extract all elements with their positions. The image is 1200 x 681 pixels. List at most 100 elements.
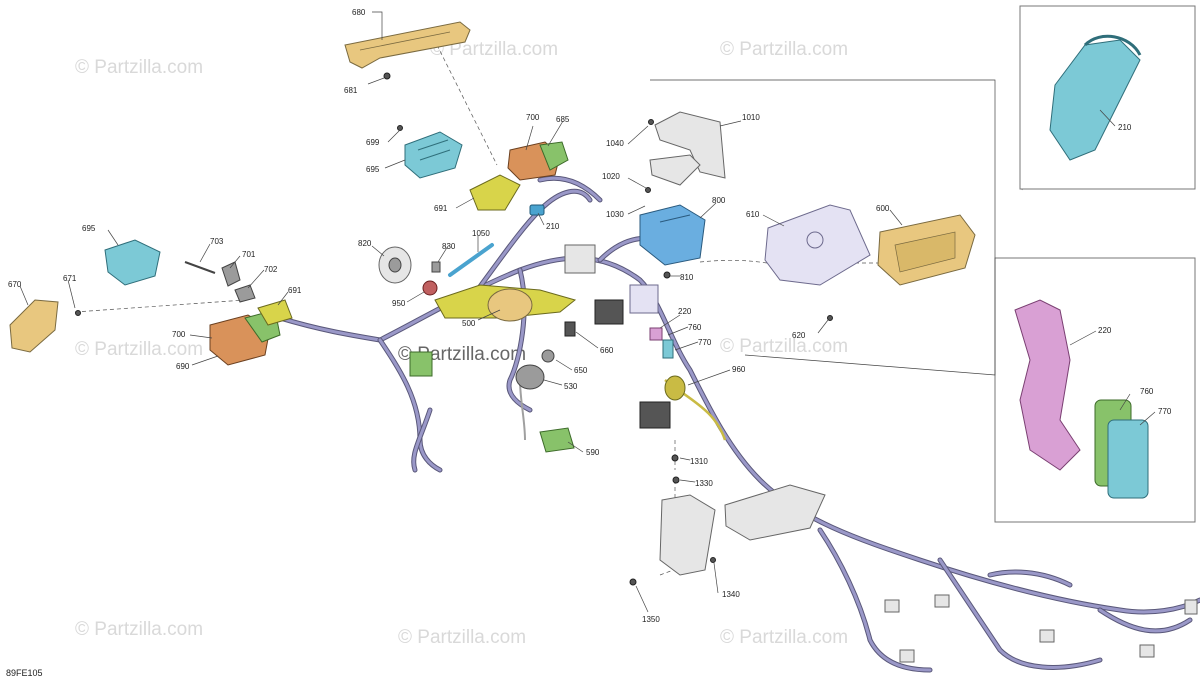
detail-box-210 xyxy=(1019,5,1196,190)
bolt-703 xyxy=(184,261,216,274)
fuse-box-700-top xyxy=(507,141,569,181)
callout-950: 950 xyxy=(392,299,406,308)
callout-650: 650 xyxy=(574,366,588,375)
relay-box-695-left xyxy=(104,239,161,286)
screw-1330 xyxy=(672,476,680,484)
screw-1040 xyxy=(648,119,654,125)
callout-671: 671 xyxy=(63,274,77,283)
callout-1050: 1050 xyxy=(472,229,490,238)
callout-700: 700 xyxy=(172,330,186,339)
screw-1020 xyxy=(645,187,651,193)
callout-220: 220 xyxy=(1098,326,1112,335)
callout-1030: 1030 xyxy=(606,210,624,219)
watermark: © Partzilla.com xyxy=(720,336,848,357)
callout-702: 702 xyxy=(264,265,278,274)
callout-691: 691 xyxy=(434,204,448,213)
watermark: © Partzilla.com xyxy=(75,57,203,78)
clip-1350 xyxy=(629,578,637,586)
callout-960: 960 xyxy=(732,365,746,374)
callout-695: 695 xyxy=(82,224,96,233)
relay-box-695-top xyxy=(404,131,463,179)
clip-702 xyxy=(234,284,256,303)
callout-830: 830 xyxy=(442,242,456,251)
callout-220: 220 xyxy=(678,307,692,316)
callout-685: 685 xyxy=(556,115,570,124)
callout-680: 680 xyxy=(352,8,366,17)
callout-695: 695 xyxy=(366,165,380,174)
connector-dark-center xyxy=(639,401,671,429)
callout-660: 660 xyxy=(600,346,614,355)
callout-700: 700 xyxy=(526,113,540,122)
module-800 xyxy=(639,204,706,266)
grommet-960 xyxy=(664,375,686,401)
callout-1330: 1330 xyxy=(695,479,713,488)
watermark: © Partzilla.com xyxy=(398,627,526,648)
watermark: © Partzilla.com xyxy=(430,39,558,60)
diagram-reference-code: 89FE105 xyxy=(6,668,43,678)
bracket-670 xyxy=(9,299,59,353)
connector-group-220 xyxy=(649,327,674,359)
watermark: © Partzilla.com xyxy=(720,627,848,648)
buzzer-530 xyxy=(515,364,545,390)
grommet-650 xyxy=(541,349,555,363)
callout-210: 210 xyxy=(546,222,560,231)
switch-590 xyxy=(539,427,575,453)
watermark: © Partzilla.com xyxy=(720,39,848,60)
leader-lines xyxy=(19,11,1156,613)
callout-820: 820 xyxy=(358,239,372,248)
callout-1310: 1310 xyxy=(690,457,708,466)
detail-box-220-760-770 xyxy=(994,257,1196,523)
callout-681: 681 xyxy=(344,86,358,95)
cluster-600 xyxy=(877,214,976,286)
bracket-680 xyxy=(344,21,471,69)
callout-1340: 1340 xyxy=(722,590,740,599)
callout-210: 210 xyxy=(1118,123,1132,132)
connector-660 xyxy=(564,321,576,337)
ecu-block-center xyxy=(564,244,659,325)
connector-210 xyxy=(529,204,545,216)
callout-690: 690 xyxy=(176,362,190,371)
callout-770: 770 xyxy=(1158,407,1172,416)
callout-701: 701 xyxy=(242,250,256,259)
screw-620 xyxy=(827,315,833,321)
callout-labels: 680 681 699 695 700 685 691 210 1040 101… xyxy=(8,8,1172,624)
callout-530: 530 xyxy=(564,382,578,391)
tube-1050 xyxy=(448,243,494,277)
bracket-1030 xyxy=(649,154,701,186)
bracket-691-top xyxy=(469,174,521,211)
callout-699: 699 xyxy=(366,138,380,147)
switch-950 xyxy=(422,280,438,296)
steering-column-module-500 xyxy=(434,284,577,322)
screw-1340 xyxy=(710,557,716,563)
callout-610: 610 xyxy=(746,210,760,219)
screw-681 xyxy=(383,72,391,80)
watermark: © Partzilla.com xyxy=(75,619,203,640)
bracket-1010 xyxy=(654,111,726,179)
callout-691: 691 xyxy=(288,286,302,295)
callout-760: 760 xyxy=(1140,387,1154,396)
screw-1310 xyxy=(671,454,679,462)
callout-1010: 1010 xyxy=(742,113,760,122)
callout-590: 590 xyxy=(586,448,600,457)
callout-810: 810 xyxy=(680,273,694,282)
clip-701 xyxy=(221,261,241,287)
callout-760: 760 xyxy=(688,323,702,332)
callout-1040: 1040 xyxy=(606,139,624,148)
screw-671 xyxy=(75,310,81,316)
horn-820 xyxy=(378,246,412,284)
callout-670: 670 xyxy=(8,280,22,289)
callout-500: 500 xyxy=(462,319,476,328)
callout-1350: 1350 xyxy=(642,615,660,624)
connector-830 xyxy=(431,261,441,273)
callout-800: 800 xyxy=(712,196,726,205)
callout-600: 600 xyxy=(876,204,890,213)
screw-699 xyxy=(397,125,403,131)
cover-610 xyxy=(764,204,871,286)
screw-810 xyxy=(663,271,671,279)
bracket-691-left xyxy=(257,299,293,326)
callout-620: 620 xyxy=(792,331,806,340)
callout-703: 703 xyxy=(210,237,224,246)
bracket-1340 xyxy=(659,494,716,576)
callout-1020: 1020 xyxy=(602,172,620,181)
